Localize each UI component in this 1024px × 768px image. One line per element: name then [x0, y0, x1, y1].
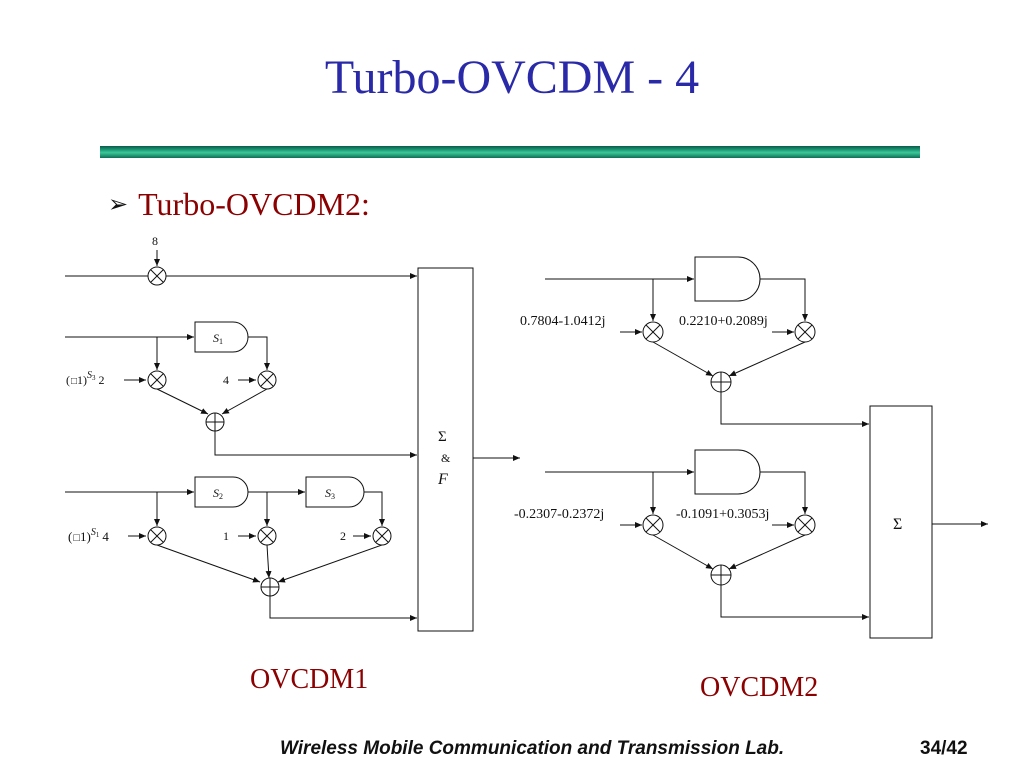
multiplier-d: [257, 526, 277, 546]
bullet-arrow-icon: ➢: [108, 192, 129, 218]
sum-sigma: Σ: [893, 516, 902, 533]
multiplier-top: [147, 266, 167, 286]
ovcdm1-diagram: [65, 250, 520, 632]
coef-top-left: 0.7804-1.0412j: [520, 314, 606, 329]
shift-register-s1: [194, 321, 249, 353]
multiplier-c: [147, 526, 167, 546]
adder-bottom: [710, 564, 732, 586]
shift-register-s3: [305, 476, 365, 508]
ovcdm1-caption: OVCDM1: [250, 664, 369, 695]
bullet-text: Turbo-OVCDM2:: [138, 186, 370, 222]
s1-label: S1: [213, 331, 223, 346]
adder-1: [205, 412, 225, 432]
multiplier-e: [372, 526, 392, 546]
multiplier-bottom-left: [642, 514, 664, 536]
footer-lab-name: Wireless Mobile Communication and Transm…: [280, 738, 785, 759]
shift-register-s2: [194, 476, 249, 508]
coef-top-right: 0.2210+0.2089j: [679, 314, 768, 329]
bullet-item: ➢ Turbo-OVCDM2:: [108, 186, 370, 223]
multiplier-a: [147, 370, 167, 390]
coef-bottom-left: -0.2307-0.2372j: [514, 507, 604, 522]
s2-label: S2: [213, 486, 223, 501]
line-to-sum-bottom: [720, 585, 869, 620]
ovcdm2-diagram: [545, 256, 988, 639]
coef-label-b: 4: [223, 373, 229, 387]
coef-bottom-right: -0.1091+0.3053j: [676, 507, 769, 522]
adder-top: [710, 371, 732, 393]
shift-register-bottom: [694, 449, 761, 495]
slide-title: Turbo-OVCDM - 4: [324, 51, 700, 104]
title-divider: [100, 146, 920, 158]
combiner-sigma: Σ: [438, 429, 447, 445]
sum-block: [869, 405, 933, 639]
combiner-amp: &: [441, 451, 451, 465]
line-to-sum-top: [720, 392, 869, 427]
multiplier-top-right: [794, 321, 816, 343]
line-to-combiner-3: [269, 596, 417, 621]
s3-label: S3: [325, 486, 335, 501]
coef-label-d: 1: [223, 529, 229, 543]
ovcdm2-caption: OVCDM2: [700, 672, 819, 703]
multiplier-bottom-right: [794, 514, 816, 536]
coef-label-8: 8: [152, 234, 158, 248]
shift-register-top: [694, 256, 761, 302]
coef-label-e: 2: [340, 529, 346, 543]
line-to-combiner-2: [214, 431, 417, 458]
multiplier-b: [257, 370, 277, 390]
multiplier-top-left: [642, 321, 664, 343]
ovcdm2-labels: 0.7804-1.0412j 0.2210+0.2089j -0.2307-0.…: [514, 314, 902, 533]
adder-2: [260, 577, 280, 597]
combiner-f: F: [437, 471, 448, 488]
page-number: 34/42: [920, 738, 968, 759]
combiner-block: [417, 267, 474, 632]
